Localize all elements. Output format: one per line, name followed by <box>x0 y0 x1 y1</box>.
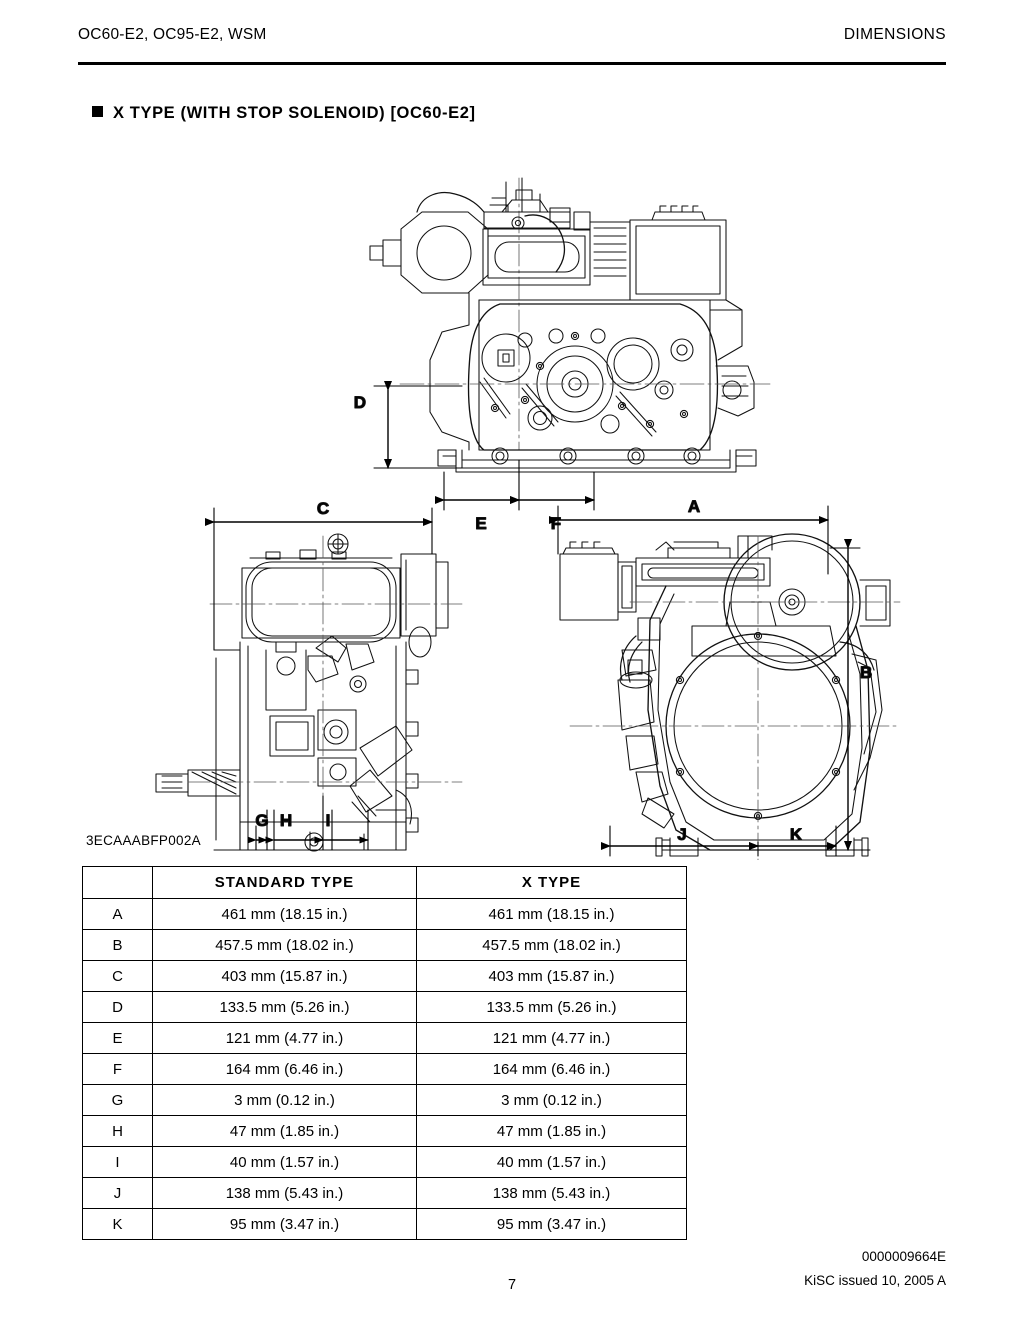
footer-issue-info: KiSC issued 10, 2005 A <box>804 1273 946 1288</box>
cell-xtype: 47 mm (1.85 in.) <box>416 1115 687 1147</box>
dimension-label-b: B <box>860 663 872 682</box>
section-title-text: X TYPE (WITH STOP SOLENOID) [OC60-E2] <box>113 104 476 122</box>
table-row: D 133.5 mm (5.26 in.) 133.5 mm (5.26 in.… <box>82 991 687 1023</box>
dimension-c: C <box>205 498 433 651</box>
row-label: J <box>82 1177 153 1209</box>
row-label: F <box>82 1053 153 1085</box>
dimension-label-j: J <box>677 825 686 844</box>
cell-standard: 164 mm (6.46 in.) <box>152 1053 417 1085</box>
cell-xtype: 138 mm (5.43 in.) <box>416 1177 687 1209</box>
column-header-x-type: X TYPE <box>416 866 687 899</box>
cell-standard: 40 mm (1.57 in.) <box>152 1146 417 1178</box>
footer-right-block: 0000009664E KiSC issued 10, 2005 A <box>804 1245 946 1293</box>
drawing-reference-code: 3ECAAABFP002A <box>86 833 201 848</box>
cell-standard: 457.5 mm (18.02 in.) <box>152 929 417 961</box>
engine-dimension-figure: D E F <box>70 150 960 860</box>
cell-standard: 47 mm (1.85 in.) <box>152 1115 417 1147</box>
dimension-label-g: G <box>255 811 268 830</box>
row-label: D <box>82 991 153 1023</box>
cell-standard: 3 mm (0.12 in.) <box>152 1084 417 1116</box>
dimension-label-d: D <box>354 393 366 412</box>
cell-standard: 138 mm (5.43 in.) <box>152 1177 417 1209</box>
footer-document-code: 0000009664E <box>861 1249 946 1264</box>
cell-xtype: 403 mm (15.87 in.) <box>416 960 687 992</box>
column-header-symbol <box>82 866 153 899</box>
table-row: I 40 mm (1.57 in.) 40 mm (1.57 in.) <box>82 1146 687 1178</box>
table-row: A 461 mm (18.15 in.) 461 mm (18.15 in.) <box>82 898 687 930</box>
cell-xtype: 457.5 mm (18.02 in.) <box>416 929 687 961</box>
dimension-label-k: K <box>790 825 803 844</box>
row-label: B <box>82 929 153 961</box>
cell-xtype: 95 mm (3.47 in.) <box>416 1208 687 1240</box>
cell-xtype: 164 mm (6.46 in.) <box>416 1053 687 1085</box>
page-number: 7 <box>507 1277 517 1293</box>
side-view-left-drawing <box>155 533 463 852</box>
cell-xtype: 121 mm (4.77 in.) <box>416 1022 687 1054</box>
column-header-standard-type: STANDARD TYPE <box>152 866 417 899</box>
row-label: I <box>82 1146 153 1178</box>
dimension-label-c: C <box>317 499 329 518</box>
dimension-label-f: F <box>551 514 561 533</box>
side-view-right-drawing <box>559 533 901 860</box>
dimension-a: A <box>549 496 829 575</box>
header-divider-rule <box>78 62 946 65</box>
table-row: C 403 mm (15.87 in.) 403 mm (15.87 in.) <box>82 960 687 992</box>
dimension-label-i: I <box>326 811 331 830</box>
page-header: OC60-E2, OC95-E2, WSM DIMENSIONS <box>78 26 946 60</box>
cell-xtype: 40 mm (1.57 in.) <box>416 1146 687 1178</box>
front-view-drawing <box>369 177 771 473</box>
cell-xtype: 3 mm (0.12 in.) <box>416 1084 687 1116</box>
dimension-d: D <box>353 381 463 469</box>
cell-standard: 95 mm (3.47 in.) <box>152 1208 417 1240</box>
row-label: G <box>82 1084 153 1116</box>
cell-standard: 403 mm (15.87 in.) <box>152 960 417 992</box>
dimension-b: B <box>829 539 873 851</box>
header-section-name: DIMENSIONS <box>843 26 946 43</box>
dimension-table-body: A 461 mm (18.15 in.) 461 mm (18.15 in.) … <box>82 898 687 1240</box>
table-header-row: STANDARD TYPE X TYPE <box>82 866 687 899</box>
table-row: H 47 mm (1.85 in.) 47 mm (1.85 in.) <box>82 1115 687 1147</box>
filled-square-bullet-icon <box>92 106 103 117</box>
dimension-table-container: STANDARD TYPE X TYPE A 461 mm (18.15 in.… <box>82 866 687 1240</box>
table-row: G 3 mm (0.12 in.) 3 mm (0.12 in.) <box>82 1084 687 1116</box>
cell-xtype: 133.5 mm (5.26 in.) <box>416 991 687 1023</box>
dimension-label-a: A <box>688 497 700 516</box>
dimension-j-k: J K <box>601 824 837 857</box>
cell-xtype: 461 mm (18.15 in.) <box>416 898 687 930</box>
cell-standard: 121 mm (4.77 in.) <box>152 1022 417 1054</box>
row-label: E <box>82 1022 153 1054</box>
cell-standard: 461 mm (18.15 in.) <box>152 898 417 930</box>
dimension-table: STANDARD TYPE X TYPE A 461 mm (18.15 in.… <box>82 866 687 1240</box>
dimension-label-h: H <box>280 811 292 830</box>
section-title: X TYPE (WITH STOP SOLENOID) [OC60-E2] <box>92 104 476 123</box>
dimension-g-h-i: G H I <box>247 795 369 851</box>
header-document-title: OC60-E2, OC95-E2, WSM <box>78 26 267 43</box>
dimension-label-e: E <box>475 514 486 533</box>
dimension-e-f: E F <box>435 459 595 534</box>
row-label: C <box>82 960 153 992</box>
table-row: F 164 mm (6.46 in.) 164 mm (6.46 in.) <box>82 1053 687 1085</box>
row-label: K <box>82 1208 153 1240</box>
table-row: E 121 mm (4.77 in.) 121 mm (4.77 in.) <box>82 1022 687 1054</box>
table-row: J 138 mm (5.43 in.) 138 mm (5.43 in.) <box>82 1177 687 1209</box>
table-row: B 457.5 mm (18.02 in.) 457.5 mm (18.02 i… <box>82 929 687 961</box>
row-label: H <box>82 1115 153 1147</box>
table-row: K 95 mm (3.47 in.) 95 mm (3.47 in.) <box>82 1208 687 1240</box>
cell-standard: 133.5 mm (5.26 in.) <box>152 991 417 1023</box>
row-label: A <box>82 898 153 930</box>
